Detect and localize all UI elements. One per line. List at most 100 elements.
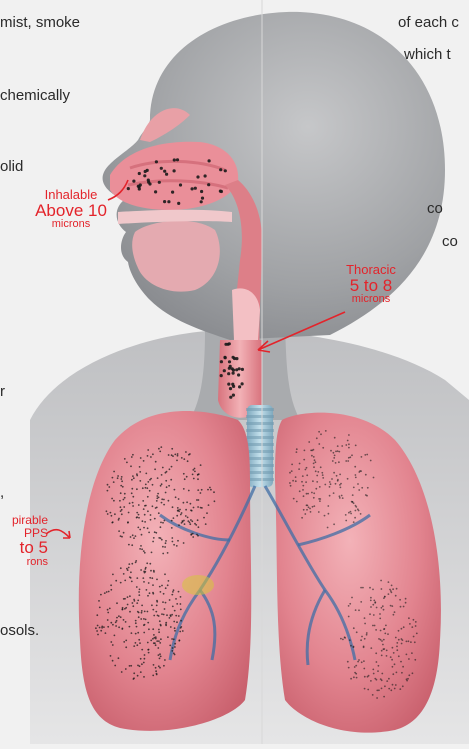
particle-dot [231,383,234,386]
particle-dot [362,587,364,589]
particle-dot [177,540,179,542]
particle-dot [116,602,118,604]
particle-dot [148,582,150,584]
particle-dot [124,580,126,582]
particle-dot [398,655,400,657]
text-fragment: osols. [0,622,39,639]
particle-dot [327,527,329,529]
particle-dot [402,685,404,687]
particle-dot [382,605,384,607]
particle-dot [167,584,169,586]
particle-dot [310,450,312,452]
particle-dot [232,372,235,375]
particle-dot [200,464,202,466]
particle-dot [364,676,366,678]
particle-dot [174,627,176,629]
particle-dot [137,675,139,677]
particle-dot [176,515,178,517]
particle-dot [181,522,183,524]
particle-dot [386,680,388,682]
particle-dot [345,444,347,446]
inhalable-title: Inhalable [32,188,110,202]
particle-dot [154,531,156,533]
particle-dot [159,642,161,644]
particle-dot [138,616,140,618]
particle-dot [110,641,112,643]
particle-dot [139,642,141,644]
particle-dot [197,489,199,491]
particle-dot [170,626,172,628]
particle-dot [339,495,341,497]
particle-dot [354,666,356,668]
particle-dot [168,500,170,502]
particle-dot [123,506,125,508]
particle-dot [383,597,385,599]
particle-dot [392,684,394,686]
particle-dot [157,615,159,617]
particle-dot [191,520,193,522]
particle-dot [327,505,329,507]
particle-dot [138,517,140,519]
particle-dot [206,512,208,514]
particle-dot [156,605,158,607]
particle-dot [180,603,182,605]
particle-dot [401,643,403,645]
particle-dot [384,628,386,630]
particle-dot [156,495,158,497]
particle-dot [135,633,137,635]
particle-dot [293,498,295,500]
particle-dot [144,514,146,516]
particle-dot [115,580,117,582]
particle-dot [380,580,382,582]
particle-dot [171,638,173,640]
particle-dot [97,634,99,636]
particle-dot [196,175,199,178]
particle-dot [351,597,353,599]
particle-dot [416,633,418,635]
particle-dot [403,626,405,628]
particle-dot [135,535,137,537]
particle-dot [338,451,340,453]
particle-dot [309,508,311,510]
particle-dot [121,513,123,515]
particle-dot [161,498,163,500]
particle-dot [363,660,365,662]
particle-dot [306,493,308,495]
particle-dot [116,620,118,622]
text-fragment: chemically [0,87,70,104]
particle-dot [142,500,144,502]
particle-dot [396,642,398,644]
particle-dot [353,646,355,648]
particle-dot [381,650,383,652]
particle-dot [143,676,145,678]
particle-dot [123,532,125,534]
particle-dot [139,183,142,186]
particle-dot [331,478,333,480]
particle-dot [192,474,194,476]
particle-dot [192,469,194,471]
trachea-ring [246,415,274,418]
particle-dot [165,540,167,542]
particle-dot [131,488,133,490]
particle-dot [158,629,160,631]
particle-dot [143,662,145,664]
particle-dot [171,527,173,529]
particle-dot [122,608,124,610]
particle-dot [139,480,141,482]
particle-dot [396,649,398,651]
particle-dot [372,604,374,606]
particle-dot [220,190,223,193]
particle-dot [200,190,203,193]
particle-dot [171,614,173,616]
text-fragment: co [427,200,443,217]
particle-dot [124,493,126,495]
particle-dot [299,463,301,465]
particle-dot [180,620,182,622]
particle-dot [150,570,152,572]
particle-dot [141,605,143,607]
particle-dot [197,478,199,480]
particle-dot [399,688,401,690]
particle-dot [120,478,122,480]
particle-dot [144,521,146,523]
